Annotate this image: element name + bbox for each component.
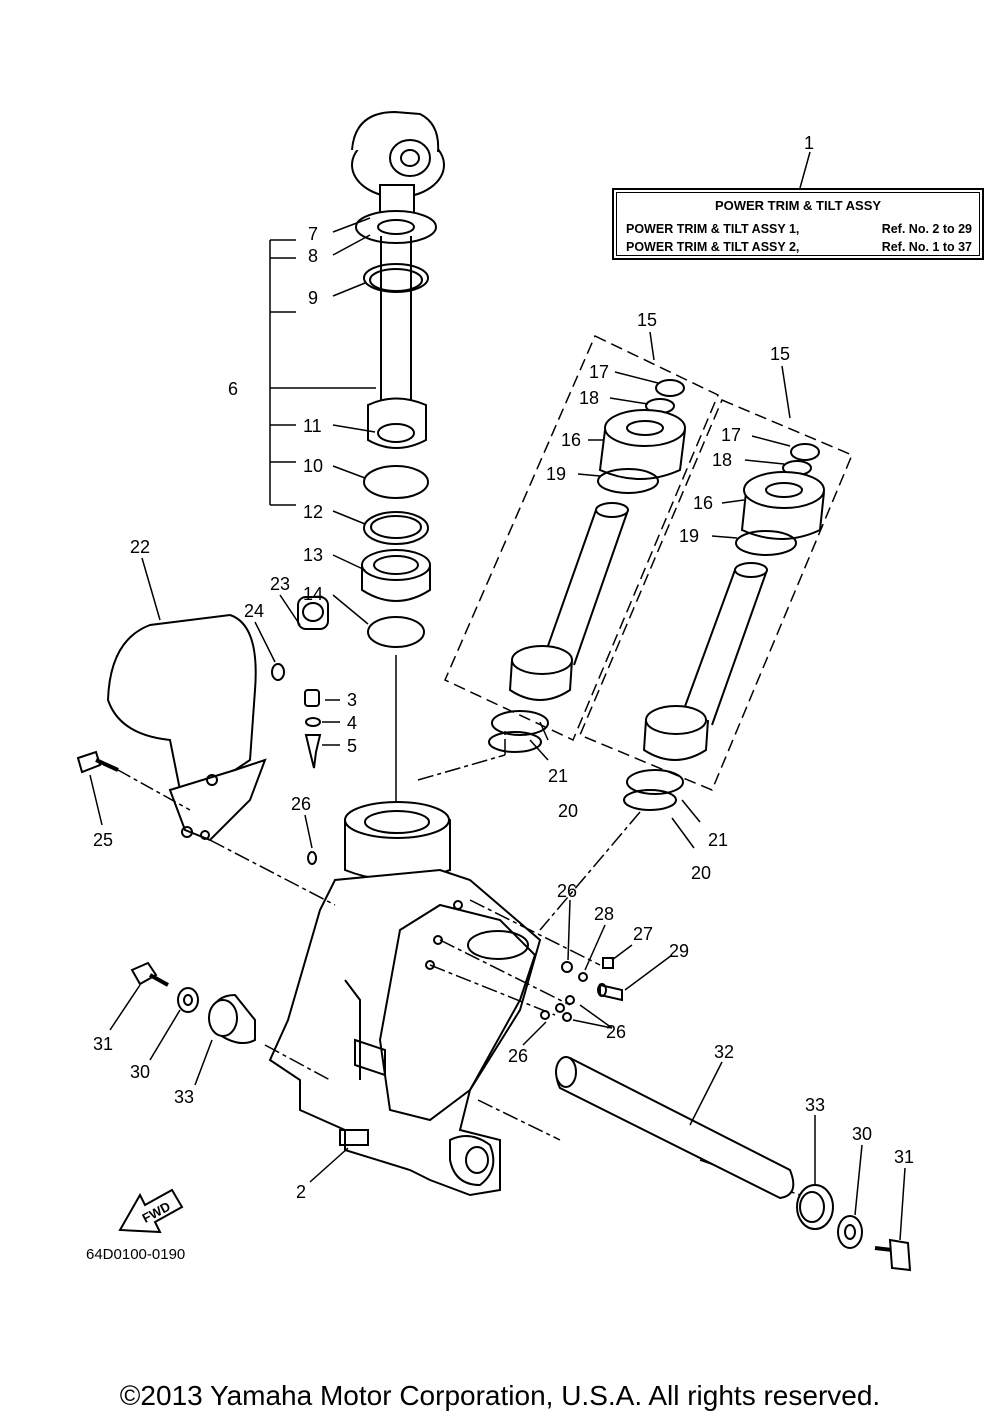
callout-18b: 18 xyxy=(712,450,732,470)
callout-labels: 1 7 8 9 6 11 10 12 13 14 15 15 17 18 16 … xyxy=(93,133,914,1202)
callout-13: 13 xyxy=(303,545,323,565)
tilt-rod-assembly xyxy=(351,110,445,840)
small-rings-and-pins xyxy=(540,957,623,1022)
callout-14: 14 xyxy=(303,584,323,604)
callout-20b: 20 xyxy=(691,863,711,883)
assembly-legend-box: POWER TRIM & TILT ASSY POWER TRIM & TILT… xyxy=(612,188,984,260)
bolt-part-25 xyxy=(76,750,191,811)
callout-8: 8 xyxy=(308,246,318,266)
callout-3: 3 xyxy=(347,690,357,710)
callout-26b: 26 xyxy=(557,881,577,901)
assembly-lines xyxy=(209,728,801,1196)
callout-12: 12 xyxy=(303,502,323,522)
callout-23: 23 xyxy=(270,574,290,594)
callout-21b: 21 xyxy=(708,830,728,850)
callout-9: 9 xyxy=(308,288,318,308)
legend-title: POWER TRIM & TILT ASSY xyxy=(714,198,882,213)
callout-31b: 31 xyxy=(894,1147,914,1167)
callout-16a: 16 xyxy=(561,430,581,450)
shaft-part-32 xyxy=(555,1056,912,1272)
callout-28: 28 xyxy=(594,904,614,924)
callout-27: 27 xyxy=(633,924,653,944)
callout-19a: 19 xyxy=(546,464,566,484)
copyright-notice: ©2013 Yamaha Motor Corporation, U.S.A. A… xyxy=(119,1380,881,1411)
callout-7: 7 xyxy=(308,224,318,244)
callout-33b: 33 xyxy=(805,1095,825,1115)
callout-15a: 15 xyxy=(637,310,657,330)
callout-2: 2 xyxy=(296,1182,306,1202)
callout-21a: 21 xyxy=(548,766,568,786)
diagram-part-code: 64D0100-0190 xyxy=(86,1246,186,1263)
callout-6: 6 xyxy=(228,379,238,399)
callout-30b: 30 xyxy=(852,1124,872,1144)
callout-15b: 15 xyxy=(770,344,790,364)
callout-11: 11 xyxy=(303,416,322,436)
callout-1: 1 xyxy=(804,133,814,153)
callout-5: 5 xyxy=(347,736,357,756)
cover-part xyxy=(106,613,267,842)
callout-29: 29 xyxy=(669,941,689,961)
callout-32: 32 xyxy=(714,1042,734,1062)
small-parts xyxy=(271,596,329,865)
legend-row-2: POWER TRIM & TILT ASSY 2, Ref. No. 1 to … xyxy=(626,240,972,254)
callout-17b: 17 xyxy=(721,425,741,445)
callout-26c: 26 xyxy=(606,1022,626,1042)
trim-cylinder-group-1 xyxy=(444,334,719,753)
fwd-arrow-icon xyxy=(118,1188,184,1234)
callout-10: 10 xyxy=(303,456,323,476)
callout-30a: 30 xyxy=(130,1062,150,1082)
callout-4: 4 xyxy=(347,713,357,733)
group-bracket xyxy=(269,239,376,506)
callout-31a: 31 xyxy=(93,1034,113,1054)
callout-25: 25 xyxy=(93,830,113,850)
callout-16b: 16 xyxy=(693,493,713,513)
callout-18a: 18 xyxy=(579,388,599,408)
legend-row-2-name: POWER TRIM & TILT ASSY 2, xyxy=(626,240,800,254)
callout-24: 24 xyxy=(244,601,264,621)
callout-33a: 33 xyxy=(174,1087,194,1107)
legend-row-2-ref: Ref. No. 1 to 37 xyxy=(881,240,972,254)
leader-lines xyxy=(89,151,906,1241)
legend-row-1: POWER TRIM & TILT ASSY 1, Ref. No. 2 to … xyxy=(626,222,972,236)
legend-row-1-ref: Ref. No. 2 to 29 xyxy=(881,222,972,236)
callout-19b: 19 xyxy=(679,526,699,546)
callout-26a: 26 xyxy=(291,794,311,814)
left-pin-parts xyxy=(130,961,256,1045)
callout-20a: 20 xyxy=(558,801,578,821)
callout-22: 22 xyxy=(130,537,150,557)
callout-17a: 17 xyxy=(589,362,609,382)
trim-cylinder-group-2 xyxy=(579,399,853,811)
callout-26d: 26 xyxy=(508,1046,528,1066)
legend-row-1-name: POWER TRIM & TILT ASSY 1, xyxy=(626,222,800,236)
main-housing xyxy=(268,801,542,1197)
